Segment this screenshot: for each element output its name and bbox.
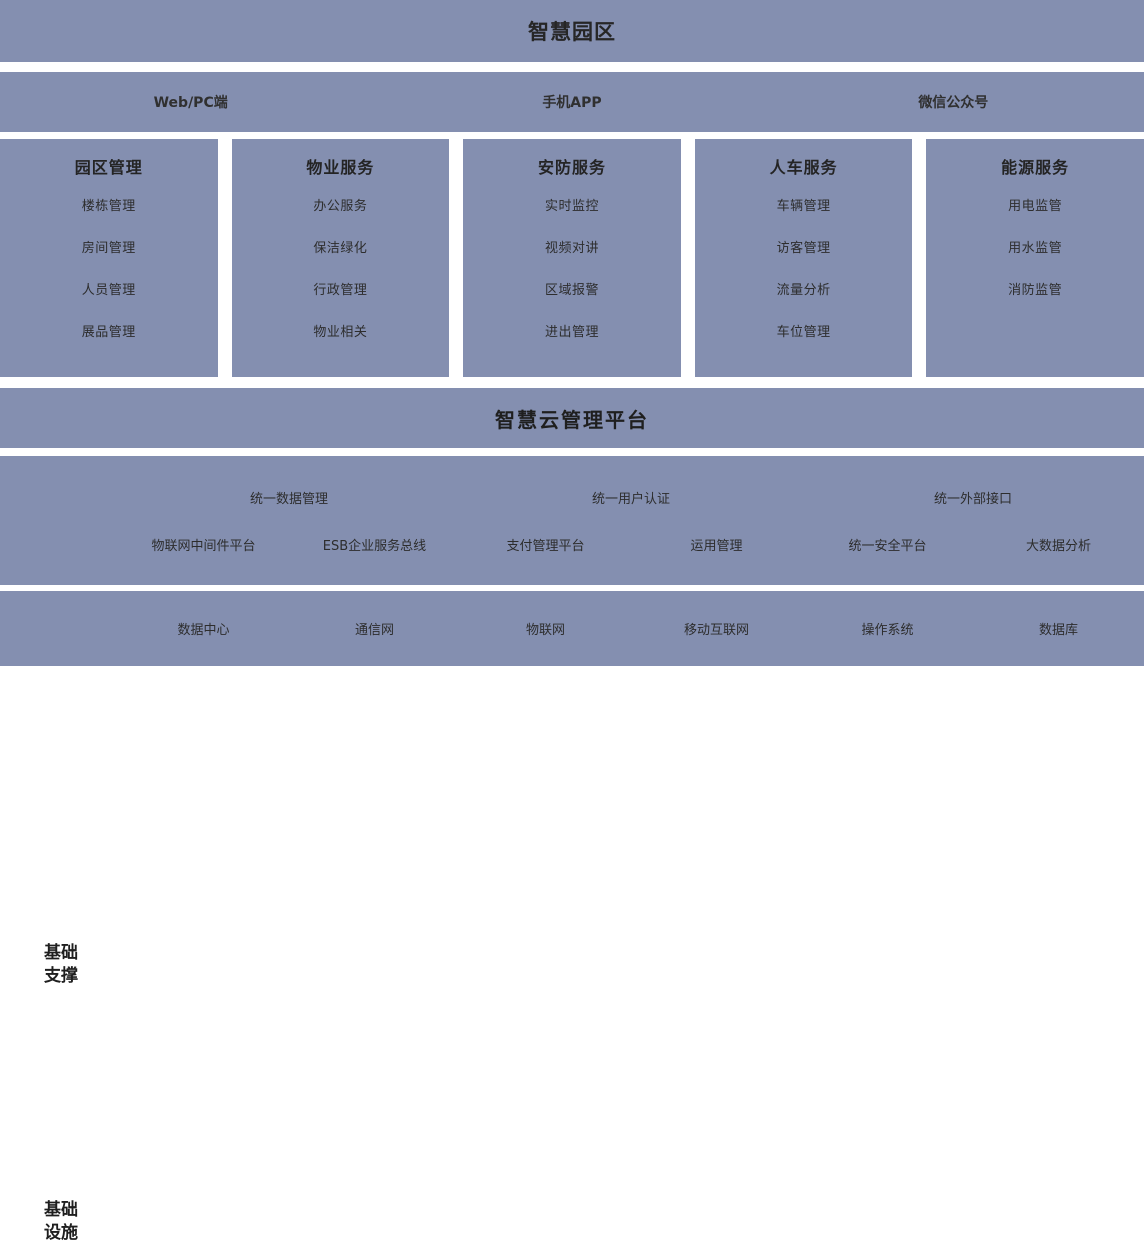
infrastructure-label: 基础 设施 <box>32 1199 90 1245</box>
support-item-unified-data: 统一数据管理 <box>249 491 328 507</box>
basic-support-content: 统一数据管理 统一用户认证 统一外部接口 物联网中间件平台 ESB企业服务总线 … <box>118 456 1144 585</box>
support-item-big-data-analysis: 大数据分析 <box>1025 538 1091 554</box>
card-title: 能源服务 <box>1001 158 1070 177</box>
diagram-title: 智慧园区 <box>528 20 616 44</box>
card-item: 区域报警 <box>544 283 599 298</box>
channel-item-web: Web/PC端 <box>153 95 228 111</box>
card-item: 进出管理 <box>544 325 599 340</box>
service-card-property-service: 物业服务 办公服务 保洁绿化 行政管理 物业相关 <box>231 139 450 377</box>
card-item: 视频对讲 <box>544 241 599 256</box>
card-item: 车位管理 <box>776 325 831 340</box>
service-card-security-service: 安防服务 实时监控 视频对讲 区域报警 进出管理 <box>463 139 681 377</box>
basic-support-label: 基础 支撑 <box>32 942 90 988</box>
service-card-people-vehicle-service: 人车服务 车辆管理 访客管理 流量分析 车位管理 <box>694 139 913 377</box>
basic-support-row-primary: 统一数据管理 统一用户认证 统一外部接口 <box>118 488 1144 507</box>
card-item: 人员管理 <box>81 283 136 298</box>
card-title: 物业服务 <box>306 158 375 177</box>
service-cards-row: 园区管理 楼栋管理 房间管理 人员管理 展品管理 物业服务 办公服务 保洁绿化 … <box>0 139 1144 377</box>
access-channel-band: Web/PC端 手机APP 微信公众号 <box>0 72 1144 132</box>
card-title: 安防服务 <box>537 158 606 177</box>
card-item: 展品管理 <box>81 325 136 340</box>
card-item: 车辆管理 <box>776 199 831 214</box>
card-item: 用电监管 <box>1008 199 1063 214</box>
card-item: 用水监管 <box>1008 241 1063 256</box>
infra-item-iot: 物联网 <box>525 623 565 638</box>
cloud-platform-band: 智慧云管理平台 <box>0 388 1144 448</box>
basic-support-label-line1: 基础 <box>44 943 78 963</box>
infrastructure-content: 数据中心 通信网 物联网 移动互联网 操作系统 数据库 <box>118 591 1144 666</box>
support-item-unified-external-api: 统一外部接口 <box>933 491 1012 507</box>
card-item: 物业相关 <box>313 325 368 340</box>
infra-item-data-center: 数据中心 <box>177 623 230 638</box>
support-item-payment-platform: 支付管理平台 <box>506 538 585 554</box>
infrastructure-label-line2: 设施 <box>44 1223 78 1243</box>
diagram-title-band: 智慧园区 <box>0 0 1144 62</box>
card-item: 办公服务 <box>313 199 368 214</box>
basic-support-label-line2: 支撑 <box>44 966 78 986</box>
support-item-operation-management: 运用管理 <box>690 538 743 554</box>
support-item-unified-security: 统一安全平台 <box>848 538 927 554</box>
cloud-platform-title: 智慧云管理平台 <box>495 407 649 432</box>
infra-item-communication-network: 通信网 <box>354 623 394 638</box>
infrastructure-band: 基础 设施 数据中心 通信网 物联网 移动互联网 操作系统 数据库 <box>0 591 1144 1243</box>
infrastructure-label-line1: 基础 <box>44 1200 78 1220</box>
infra-item-mobile-internet: 移动互联网 <box>683 623 749 638</box>
card-title: 人车服务 <box>769 158 838 177</box>
card-item: 消防监管 <box>1008 283 1063 298</box>
channel-item-mobile-app: 手机APP <box>542 95 602 111</box>
card-item: 楼栋管理 <box>81 199 136 214</box>
card-item: 实时监控 <box>544 199 599 214</box>
channel-item-wechat: 微信公众号 <box>918 95 989 111</box>
card-item: 流量分析 <box>776 283 831 298</box>
infra-item-database: 数据库 <box>1038 623 1078 638</box>
support-item-unified-user-auth: 统一用户认证 <box>591 491 670 507</box>
basic-support-row-secondary: 物联网中间件平台 ESB企业服务总线 支付管理平台 运用管理 统一安全平台 大数… <box>118 535 1144 554</box>
card-item: 保洁绿化 <box>313 241 368 256</box>
infra-item-operating-system: 操作系统 <box>861 623 914 638</box>
basic-support-band: 基础 支撑 统一数据管理 统一用户认证 统一外部接口 物联网中间件平台 ESB企… <box>0 456 1144 986</box>
support-item-esb: ESB企业服务总线 <box>322 538 427 554</box>
card-title: 园区管理 <box>74 158 143 177</box>
service-card-energy-service: 能源服务 用电监管 用水监管 消防监管 <box>926 139 1144 377</box>
card-item: 行政管理 <box>313 283 368 298</box>
card-item: 访客管理 <box>776 241 831 256</box>
card-item: 房间管理 <box>81 241 136 256</box>
service-card-park-management: 园区管理 楼栋管理 房间管理 人员管理 展品管理 <box>0 139 218 377</box>
support-item-iot-middleware: 物联网中间件平台 <box>151 538 256 554</box>
